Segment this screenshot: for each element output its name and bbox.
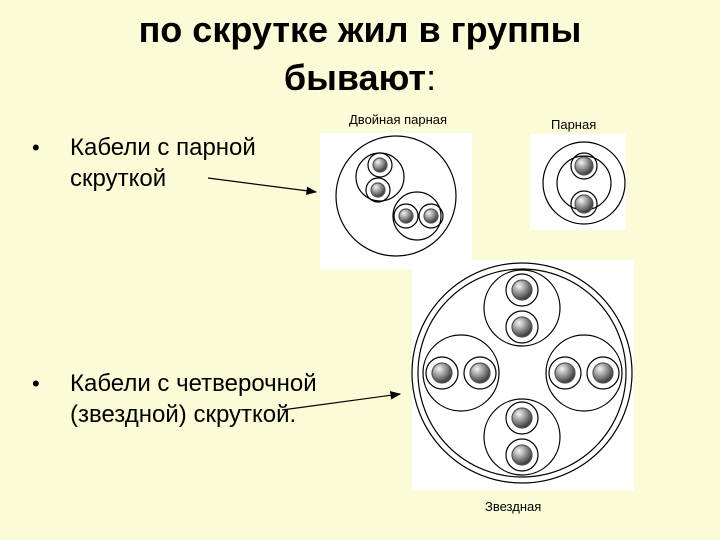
star-group-left bbox=[422, 334, 500, 412]
pair-caption: Парная bbox=[551, 117, 597, 132]
arrow-to-star bbox=[281, 391, 402, 411]
star-caption: Звездная bbox=[485, 499, 542, 514]
pair-a-cores bbox=[365, 152, 393, 203]
title-line-2: бывают: bbox=[0, 54, 720, 102]
slide-title: по скрутке жил в группы бывают: bbox=[0, 6, 720, 102]
double-pair-diagram bbox=[335, 135, 457, 257]
star-group-top bbox=[483, 269, 561, 347]
double-pair-jacket bbox=[335, 135, 457, 257]
arrow-to-double-pair bbox=[207, 177, 318, 195]
bullet-marker: • bbox=[32, 371, 40, 396]
bullet-text: Кабели с четверочной (звездной) скруткой… bbox=[70, 370, 317, 428]
star-jacket-outer bbox=[411, 262, 633, 484]
bullet-quad-twist: • Кабели с четверочной (звездной) скрутк… bbox=[32, 368, 342, 430]
title-line-1: по скрутке жил в группы bbox=[138, 9, 582, 50]
pair-b-cores bbox=[393, 203, 444, 229]
bullet-text: Кабели с парной скруткой bbox=[70, 134, 256, 192]
bullet-marker: • bbox=[32, 135, 40, 160]
double-pair-caption: Двойная парная bbox=[349, 112, 448, 127]
pair-jacket bbox=[542, 141, 626, 225]
title-colon: : bbox=[426, 57, 437, 98]
star-group-bottom bbox=[483, 398, 561, 476]
title-line-2-word: бывают bbox=[283, 57, 427, 98]
star-group-right bbox=[545, 334, 623, 412]
double-pair-group-b bbox=[392, 191, 442, 241]
star-diagram bbox=[411, 262, 633, 484]
pair-diagram bbox=[542, 141, 626, 225]
bullet-pair-twist: • Кабели с парной скруткой bbox=[32, 132, 342, 194]
star-jacket-inner bbox=[417, 268, 627, 478]
double-pair-panel bbox=[320, 133, 472, 269]
